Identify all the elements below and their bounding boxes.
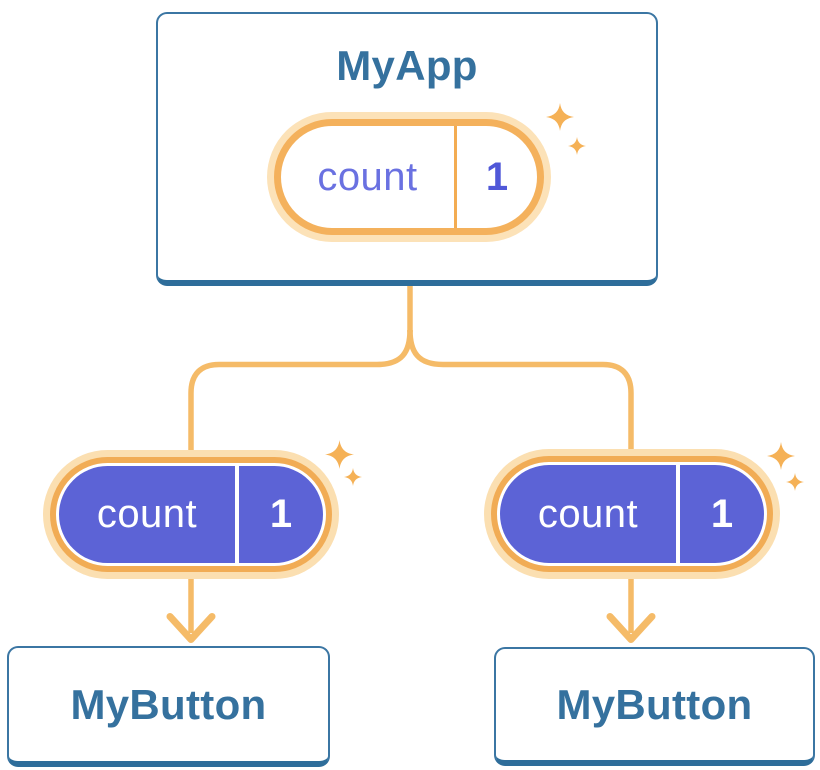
sparkle-small-icon bbox=[786, 473, 804, 491]
state-pill-ring: count 1 bbox=[274, 119, 544, 235]
mybutton-node-left: MyButton bbox=[7, 646, 330, 767]
mybutton-title: MyButton bbox=[556, 680, 753, 728]
state-pill-ring: count 1 bbox=[491, 456, 773, 572]
mybutton-node-right: MyButton bbox=[494, 647, 815, 766]
sparkle-large-icon bbox=[325, 440, 354, 469]
state-pill-right: count 1 bbox=[484, 449, 780, 579]
sparkle-large-icon bbox=[767, 442, 795, 470]
sparkle-small-icon bbox=[568, 137, 586, 155]
state-value: 1 bbox=[710, 491, 734, 536]
state-pill-left: count 1 bbox=[43, 450, 339, 579]
state-pill-fill: count 1 bbox=[500, 465, 764, 563]
mybutton-title: MyButton bbox=[70, 680, 267, 728]
arrow-down-icon bbox=[606, 613, 656, 643]
branch-lines bbox=[188, 283, 634, 633]
branch-right-line bbox=[407, 329, 634, 454]
state-value: 1 bbox=[485, 154, 509, 199]
myapp-title: MyApp bbox=[336, 42, 478, 89]
state-divider bbox=[454, 126, 457, 228]
state-label: count bbox=[96, 492, 198, 536]
state-divider bbox=[235, 466, 239, 563]
branch-left-line bbox=[188, 329, 413, 454]
state-pill-fill: count 1 bbox=[59, 466, 323, 563]
state-pill-ring: count 1 bbox=[50, 457, 332, 572]
state-pill-root: count 1 bbox=[267, 112, 551, 242]
state-label: count bbox=[537, 491, 639, 536]
sparkle-large-icon bbox=[546, 103, 574, 131]
arrow-down-icon bbox=[166, 613, 216, 643]
sparkle-small-icon bbox=[344, 468, 362, 486]
state-divider bbox=[676, 465, 680, 563]
state-value: 1 bbox=[269, 492, 293, 536]
state-label: count bbox=[317, 154, 418, 199]
